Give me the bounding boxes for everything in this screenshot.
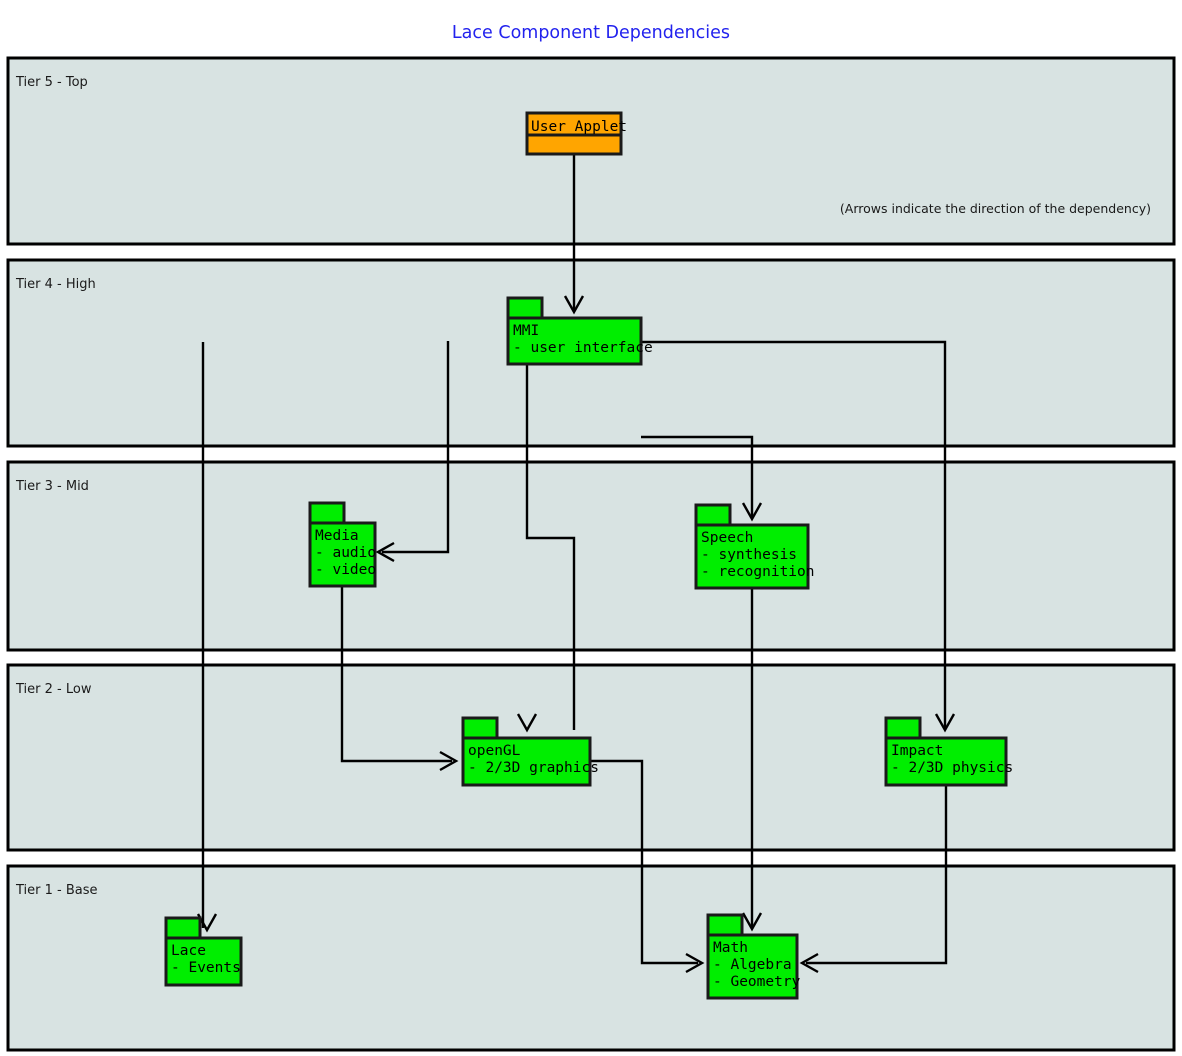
package-item: - Algebra (713, 957, 792, 973)
package-item: - Events (171, 960, 241, 976)
package-item: - user interface (513, 340, 653, 356)
package-name: Impact (891, 743, 943, 759)
edge-line (340, 586, 452, 763)
package-user-applet[interactable]: User Applet (525, 111, 627, 156)
edge-mmi-to-opengl (516, 364, 576, 733)
arrow-head-icon (685, 952, 705, 974)
edge-opengl-to-math (590, 759, 705, 974)
tier-label: Tier 5 - Top (15, 75, 88, 90)
package-item: - audio (315, 545, 376, 561)
package-body (461, 736, 592, 787)
package-item: - recognition (701, 564, 815, 580)
package-item: - synthesis (701, 547, 797, 563)
edge-line (525, 364, 576, 730)
package-name: User Applet (531, 119, 627, 135)
arrow-head-icon (439, 750, 459, 772)
edge-line (641, 340, 947, 730)
package-lace[interactable]: Lace- Events (164, 916, 243, 987)
package-name: Speech (701, 530, 753, 546)
package-body (884, 736, 1008, 787)
package-tab (525, 111, 623, 139)
edge-mmi-to-media (375, 341, 450, 563)
package-body (525, 133, 623, 156)
edge-line (641, 435, 754, 517)
tier-band-tier3: Tier 3 - Mid (6, 460, 1176, 652)
package-item: - Geometry (713, 974, 801, 990)
package-name: Lace (171, 943, 206, 959)
edge-speech-to-math (741, 588, 763, 932)
tier-label: Tier 1 - Base (15, 883, 98, 898)
arrow-direction-note: (Arrows indicate the direction of the de… (840, 201, 1151, 216)
arrow-head-icon (563, 295, 585, 315)
edge-mmi-to-impact (641, 340, 956, 733)
package-item: - 2/3D physics (891, 760, 1013, 776)
arrow-head-icon (741, 502, 763, 522)
package-media[interactable]: Media- audio- video (308, 501, 377, 588)
package-item: - video (315, 562, 376, 578)
edge-user-applet-to-mmi (563, 154, 585, 315)
arrow-head-icon (934, 713, 956, 733)
package-body (506, 316, 643, 366)
tier-label: Tier 3 - Mid (15, 479, 89, 494)
package-speech[interactable]: Speech- synthesis- recognition (694, 503, 815, 590)
package-impact[interactable]: Impact- 2/3D physics (884, 716, 1013, 787)
arrow-head-icon (516, 713, 538, 733)
tier-label: Tier 2 - Low (15, 682, 92, 697)
package-mmi[interactable]: MMI- user interface (506, 296, 653, 366)
dependency-edge-group (196, 154, 956, 974)
package-name: Media (315, 528, 359, 544)
package-math[interactable]: Math- Algebra- Geometry (706, 913, 801, 1000)
page-title: Lace Component Dependencies (452, 23, 730, 43)
package-body (164, 936, 243, 987)
edge-mmi-to-speech (641, 435, 763, 522)
arrow-head-icon (375, 541, 395, 563)
edge-media-to-opengl (340, 586, 459, 772)
edge-line (382, 341, 450, 554)
package-opengl[interactable]: openGL- 2/3D graphics (461, 716, 599, 787)
edge-line (806, 785, 948, 965)
package-item: - 2/3D graphics (468, 760, 599, 776)
package-body (694, 523, 810, 590)
package-name: Math (713, 940, 748, 956)
edge-impact-to-math (799, 785, 948, 974)
package-name: openGL (468, 743, 521, 759)
package-body (706, 933, 799, 1000)
package-name: MMI (513, 323, 539, 339)
edge-line (590, 759, 698, 965)
arrow-head-icon (799, 952, 819, 974)
package-body (308, 521, 377, 588)
tier-band-rect (6, 460, 1176, 652)
tier-label: Tier 4 - High (15, 277, 96, 292)
arrow-head-icon (741, 912, 763, 932)
